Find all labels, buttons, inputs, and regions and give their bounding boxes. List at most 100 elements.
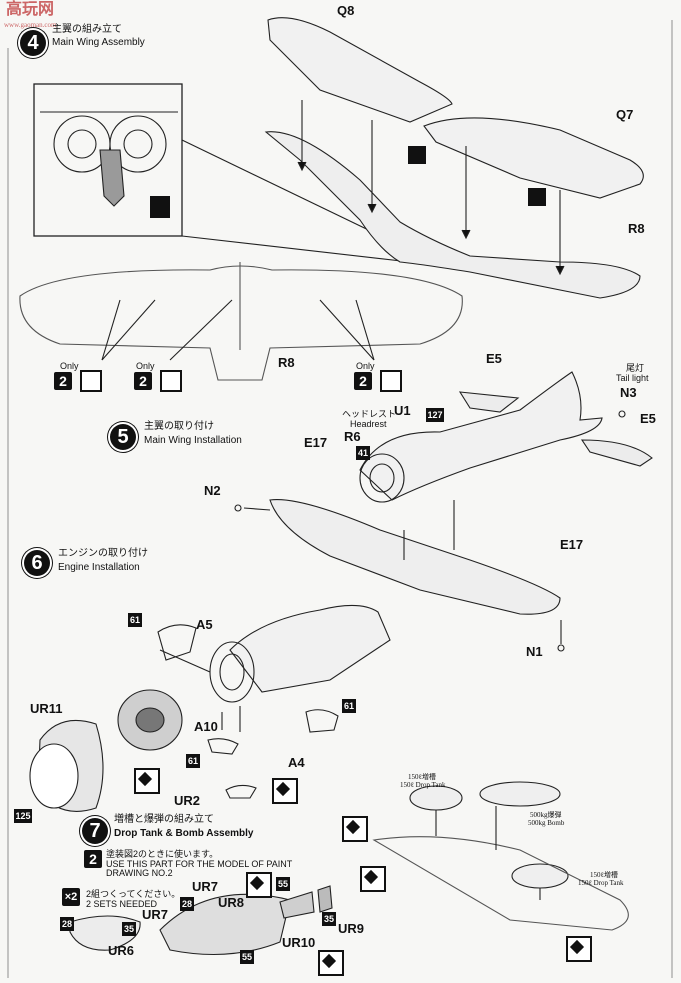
badge-61-a: 61 [128, 613, 142, 627]
part-r8-outline: R8 [278, 355, 295, 370]
headrest-jp: ヘッドレスト [342, 409, 397, 419]
exhaust-a4 [305, 709, 339, 733]
step5-title-jp: 主翼の取り付け [144, 421, 214, 432]
badge-35-b: 35 [322, 912, 336, 926]
bomb-rack-ur10 [279, 891, 315, 919]
only-label-2: Only [136, 361, 155, 371]
only-label-1: Only [60, 361, 79, 371]
badge-127: 127 [426, 408, 444, 422]
part-ur11: UR11 [30, 701, 63, 716]
part-ur7-a: UR7 [192, 879, 219, 894]
drop-tank-en-2: 150ℓ Drop Tank [578, 879, 624, 887]
part-ur10: UR10 [282, 935, 316, 950]
bomb-en: 500kg Bomb [528, 819, 565, 827]
wing-q7 [423, 117, 644, 199]
bomb-500kg [479, 781, 561, 807]
headrest-en: Headrest [350, 419, 387, 429]
paint-diamond-2 [272, 778, 298, 804]
drop-tank-jp-2: 150ℓ増槽 [590, 871, 618, 879]
paint-diamond-7 [566, 936, 592, 962]
watermark-brand: 高玩网 [6, 1, 55, 18]
step7-paint-badge: 2 [84, 850, 102, 868]
step7-note-en1: USE THIS PART FOR THE MODEL OF PAINT [106, 859, 293, 869]
wing-q8 [267, 17, 453, 123]
wings-step5 [269, 499, 561, 615]
part-e17-right: E17 [560, 537, 584, 552]
x2-badge: ×2 [62, 888, 80, 906]
step4-title-en: Main Wing Assembly [52, 37, 145, 48]
part-n3: N3 [620, 385, 637, 400]
paint-diamond-4 [318, 950, 344, 976]
propeller-hub-ur2 [225, 784, 257, 799]
part-n1: N1 [526, 644, 543, 659]
paint-badge-3: 2 [354, 372, 372, 390]
step7-title-en: Drop Tank & Bomb Assembly [114, 828, 254, 839]
paint-diamond-6 [360, 866, 386, 892]
part-e5-right: E5 [640, 411, 656, 426]
part-q7: Q7 [616, 107, 634, 122]
only-label-3: Only [356, 361, 375, 371]
step7-note-en2: DRAWING NO.2 [106, 868, 173, 878]
glue-box-1 [80, 370, 102, 392]
sets-jp: 2組つくってください。 [86, 889, 181, 899]
bomb-rack-ur9 [317, 885, 333, 913]
wing-outline-r8 [19, 265, 463, 381]
inset-right-wheel-well [109, 115, 167, 173]
badge-35-a: 35 [122, 922, 136, 936]
badge-125: 125 [14, 809, 32, 823]
glue-icon-2 [528, 188, 546, 206]
badge-61-c: 61 [186, 754, 200, 768]
fuselage-step5 [359, 371, 603, 501]
step5-title-en: Main Wing Installation [144, 435, 242, 446]
glue-icon-1 [408, 146, 426, 164]
part-a5: A5 [196, 617, 213, 632]
badge-41: 41 [356, 446, 370, 460]
badge-55-a: 55 [240, 950, 254, 964]
watermark-site: www.gaoman.com [4, 21, 57, 29]
paint-badge-2: 2 [134, 372, 152, 390]
fuselage-step6 [229, 604, 391, 693]
part-r6: R6 [344, 429, 361, 444]
step7-note-jp: 塗装図2のときに使います。 [106, 849, 219, 859]
part-u1: U1 [394, 403, 411, 418]
paint-diamond-5 [342, 816, 368, 842]
drop-tank-jp-1: 150ℓ増槽 [408, 773, 436, 781]
exhaust-a5 [157, 624, 197, 661]
elevator-e5-right [580, 439, 653, 467]
part-n2: N2 [204, 483, 221, 498]
part-r8-top: R8 [628, 221, 645, 236]
badge-28-a: 28 [60, 917, 74, 931]
part-e5-left: E5 [486, 351, 502, 366]
step6-number: 6 [24, 550, 50, 576]
step7-number: 7 [82, 818, 108, 844]
wing-underside-step7 [372, 836, 629, 931]
part-ur9: UR9 [338, 921, 365, 936]
step6-title-en: Engine Installation [58, 562, 140, 573]
step7-title-jp: 増槽と爆弾の組み立て [114, 814, 214, 825]
part-a4: A4 [288, 755, 305, 770]
step6-title-jp: エンジンの取り付け [58, 548, 148, 559]
wing-r8 [264, 131, 641, 299]
part-ur2: UR2 [174, 793, 201, 808]
part-e17-top: E17 [304, 435, 328, 450]
inset-gear-door [99, 149, 125, 207]
paint-diamond-1 [134, 768, 160, 794]
engine-cowl-step5 [359, 453, 405, 503]
badge-61-b: 61 [342, 699, 356, 713]
paint-diamond-3 [246, 872, 272, 898]
part-ur6: UR6 [108, 943, 135, 958]
paint-badge-1: 2 [54, 372, 72, 390]
drop-tank-150l-2 [511, 863, 569, 889]
step5-number: 5 [110, 424, 136, 450]
step4-number: 4 [20, 30, 46, 56]
glue-box-3 [380, 370, 402, 392]
badge-55-b: 55 [276, 877, 290, 891]
detail-inset-frame [33, 83, 183, 237]
elevator-e5-left [458, 391, 520, 413]
part-a10: A10 [194, 719, 218, 734]
sets-en: 2 SETS NEEDED [86, 899, 158, 909]
bomb-jp: 500kg爆弾 [530, 811, 562, 819]
exhaust-a10 [207, 738, 239, 755]
part-q8: Q8 [337, 3, 355, 18]
